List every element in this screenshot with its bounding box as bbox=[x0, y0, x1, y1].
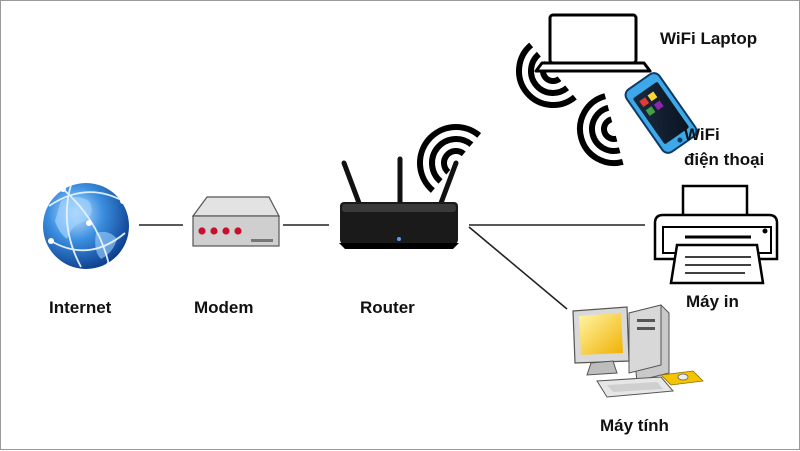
label-computer: Máy tính bbox=[600, 416, 669, 435]
router-icon bbox=[339, 156, 459, 249]
modem-icon bbox=[191, 196, 280, 247]
connection-lines bbox=[139, 224, 645, 310]
label-router: Router bbox=[360, 298, 415, 317]
desktop-computer-icon bbox=[572, 304, 704, 398]
label-modem: Modem bbox=[194, 298, 254, 317]
label-wifi-phone-line2: điện thoại bbox=[684, 150, 765, 169]
label-internet: Internet bbox=[49, 298, 112, 317]
laptop-icon bbox=[534, 13, 652, 73]
wifi-signal-icon bbox=[417, 42, 624, 193]
link-router-computer bbox=[468, 226, 568, 310]
label-printer: Máy in bbox=[686, 292, 739, 311]
smartphone-icon bbox=[624, 72, 698, 154]
printer-icon bbox=[653, 184, 779, 285]
label-wifi-laptop: WiFi Laptop bbox=[660, 29, 758, 48]
globe-icon bbox=[43, 183, 129, 269]
label-wifi-phone-line1: WiFi bbox=[684, 125, 720, 144]
